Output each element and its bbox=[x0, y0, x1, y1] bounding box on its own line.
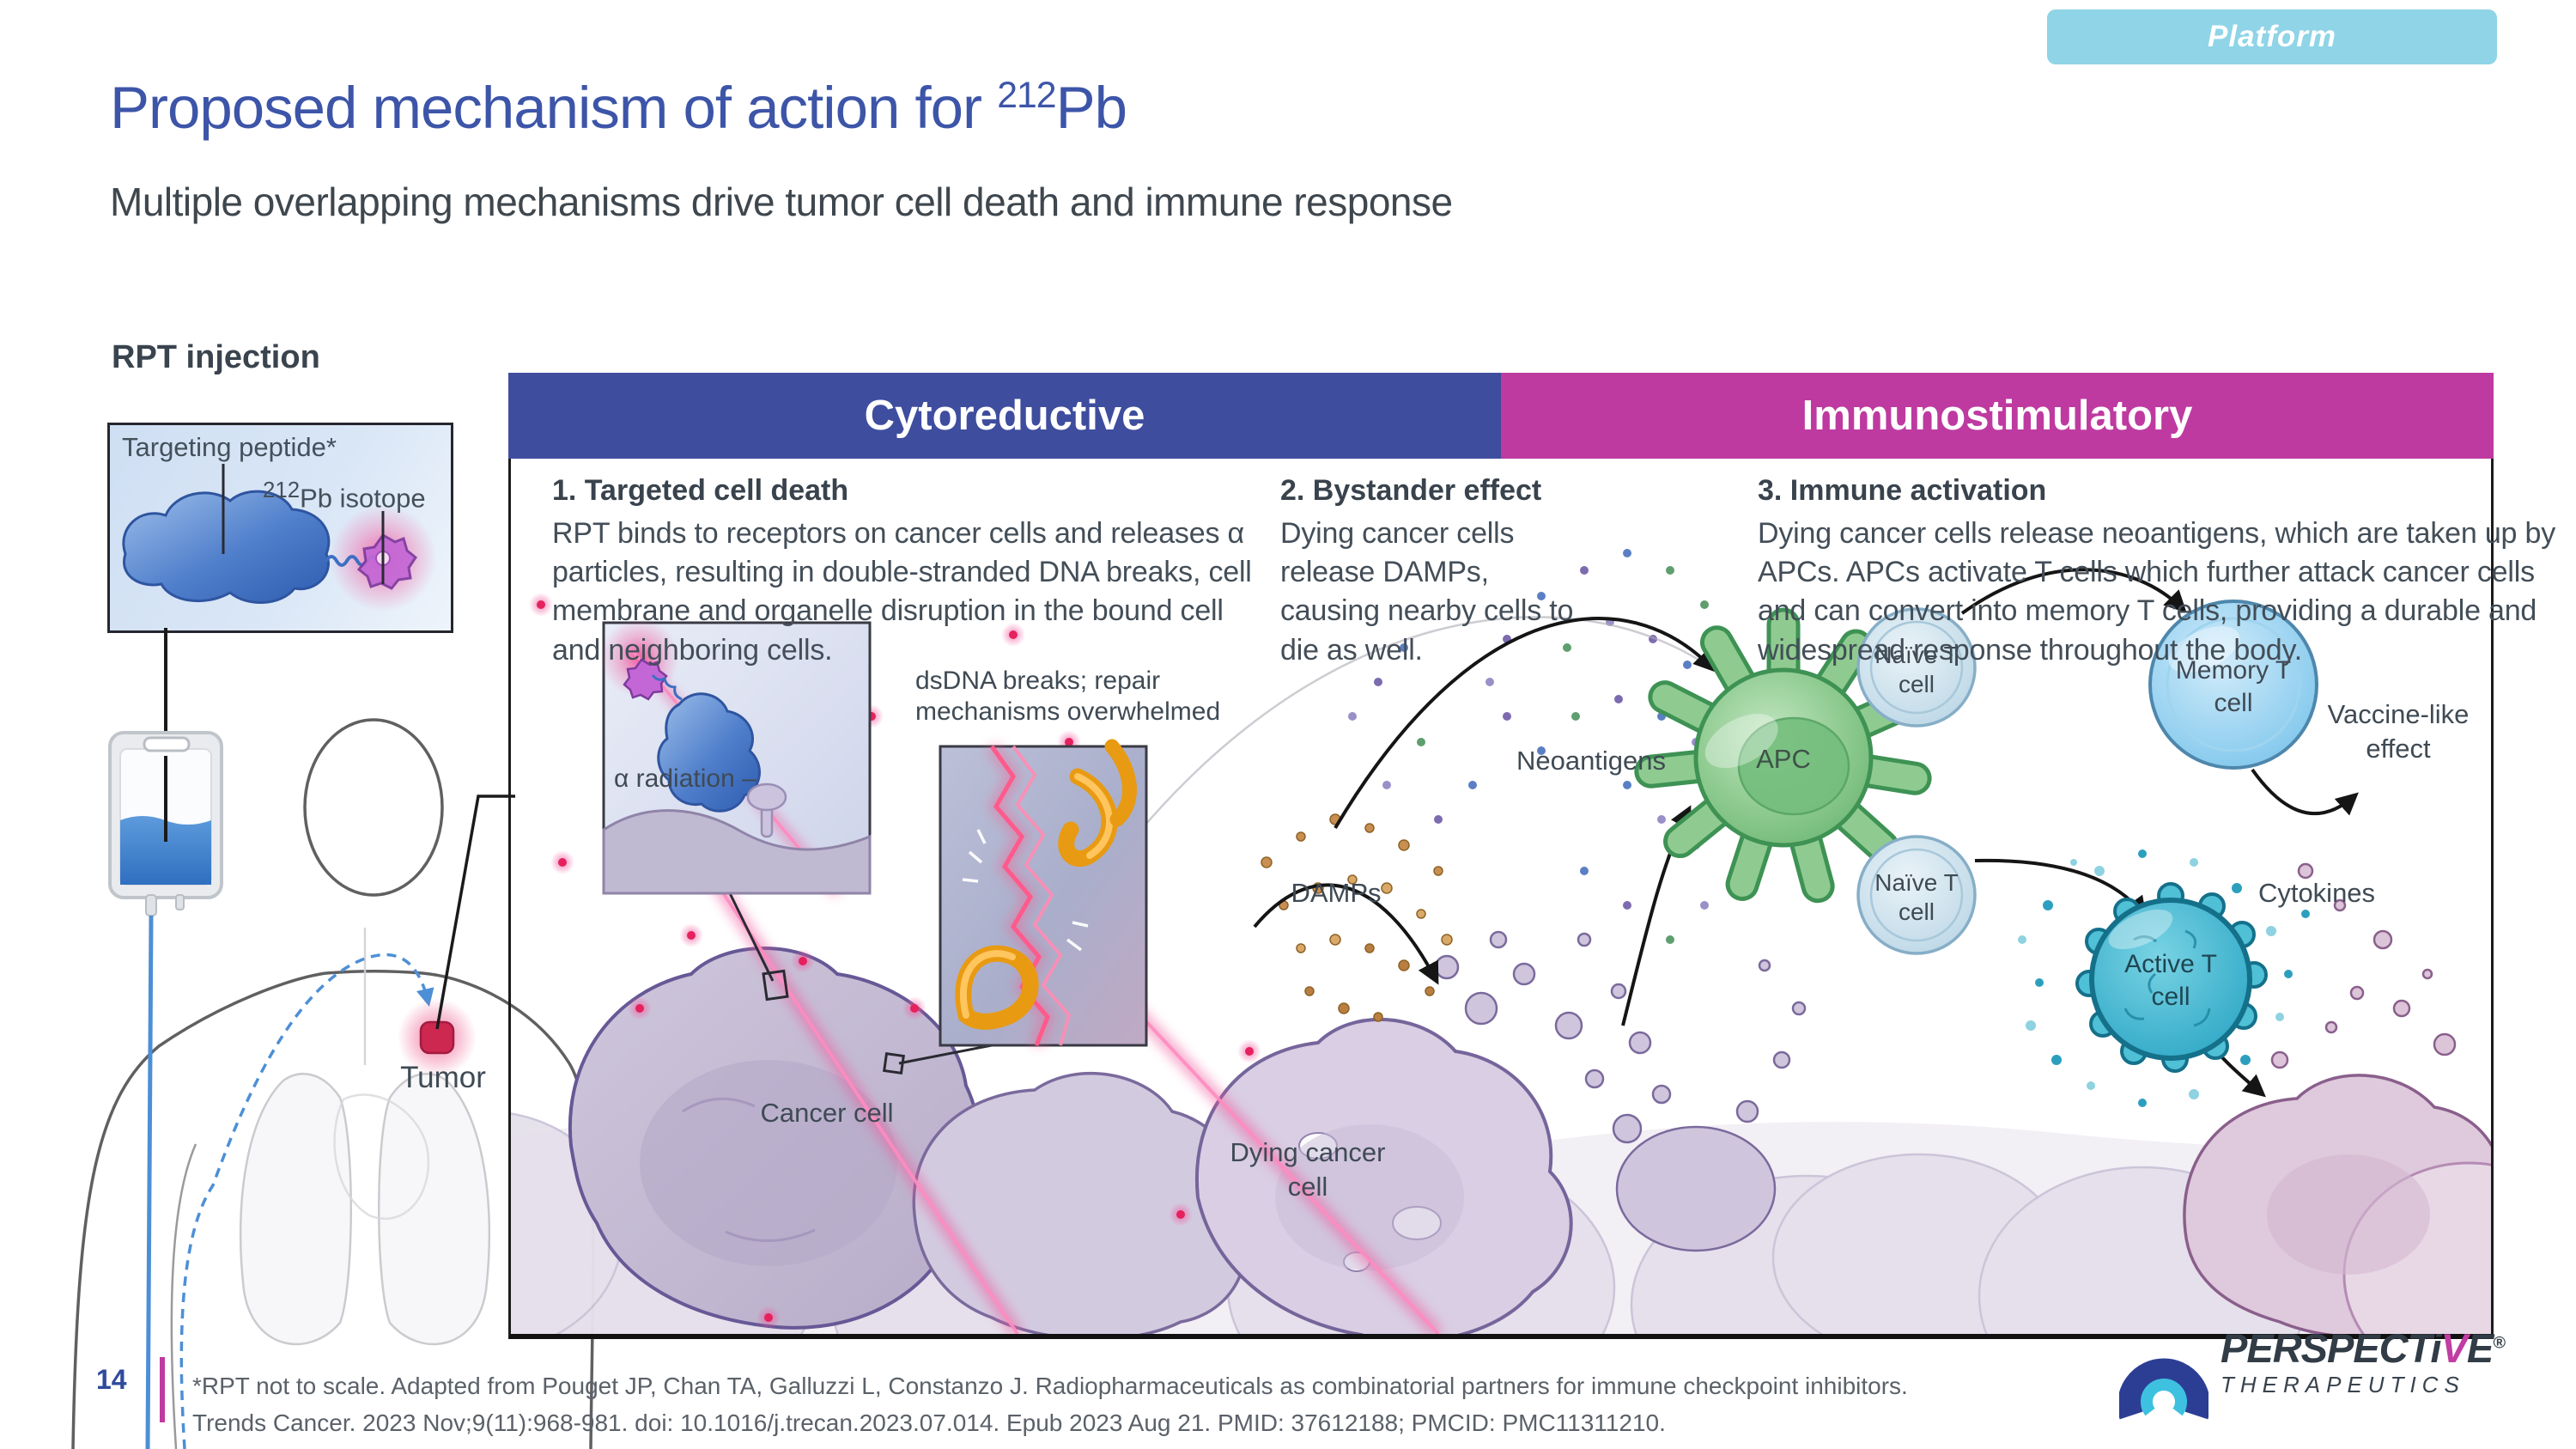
rpt-molecule-illustration bbox=[122, 464, 436, 612]
dying-cell-label2: cell bbox=[1288, 1172, 1328, 1202]
page-subtitle: Multiple overlapping mechanisms drive tu… bbox=[110, 180, 1453, 224]
targeting-peptide-label: Targeting peptide* bbox=[122, 432, 337, 462]
logo-arc-icon bbox=[2119, 1358, 2208, 1420]
memory-t-cell: Memory T cell bbox=[2148, 600, 2318, 770]
isotope-rest: Pb isotope bbox=[300, 483, 426, 514]
targeting-peptide-blob bbox=[122, 490, 331, 604]
tumor-zoom-pointer bbox=[435, 795, 515, 1030]
title-isotope-mass: 212 bbox=[997, 75, 1056, 116]
naive-t-cell-top: Naïve T cell bbox=[1856, 607, 1977, 728]
dying-cancer-cell bbox=[1194, 1017, 1573, 1334]
logo-brand-v: V bbox=[2440, 1325, 2468, 1371]
title-prefix: Proposed mechanism of action for bbox=[110, 75, 998, 141]
targeting-peptide-box: Targeting peptide* 212Pb isotope bbox=[107, 423, 453, 633]
logo-brand: PERSPECTiVE® bbox=[2221, 1325, 2506, 1371]
arrow-vaccine-effect bbox=[2251, 768, 2359, 816]
arrow-damps bbox=[1253, 883, 1439, 985]
logo-brand-main: PERSPECT bbox=[2221, 1325, 2431, 1371]
footer-accent-bar bbox=[160, 1357, 165, 1422]
vaccine-label2: effect bbox=[2366, 734, 2431, 764]
column-bystander-effect: 2. Bystander effect Dying cancer cells r… bbox=[1280, 474, 1583, 670]
right-dying-cells bbox=[2183, 862, 2491, 1334]
footnote: *RPT not to scale. Adapted from Pouget J… bbox=[192, 1367, 1908, 1442]
faint-trajectory bbox=[1059, 616, 1731, 941]
platform-badge-label: Platform bbox=[2208, 20, 2336, 53]
neighbor-cell bbox=[912, 1071, 1247, 1334]
vaccine-label1: Vaccine-like bbox=[2328, 699, 2470, 729]
rpt-circulation-dashed-arrow bbox=[179, 953, 434, 1449]
company-logo: PERSPECTiVE® THERAPEUTICS bbox=[2119, 1323, 2506, 1429]
naive-t-bottom-label1: Naïve T bbox=[1874, 869, 1959, 896]
naive-t-top-label2: cell bbox=[1899, 671, 1935, 697]
logo-brand-e: E bbox=[2466, 1325, 2494, 1371]
cytokine-dots bbox=[2018, 849, 2310, 1107]
footnote-line2: Trends Cancer. 2023 Nov;9(11):968-981. d… bbox=[192, 1409, 1666, 1437]
active-t-label2: cell bbox=[2151, 983, 2190, 1011]
memory-t-label2: cell bbox=[2214, 689, 2252, 717]
iv-bag bbox=[108, 731, 223, 1449]
tumor-label: Tumor bbox=[400, 1061, 486, 1094]
band-immunostimulatory: Immunostimulatory bbox=[1501, 373, 2494, 459]
page-number: 14 bbox=[96, 1364, 127, 1395]
page-title: Proposed mechanism of action for 212Pb bbox=[110, 74, 1127, 142]
logo-text: PERSPECTiVE® THERAPEUTICS bbox=[2221, 1325, 2506, 1398]
arrow-apc-to-memory bbox=[1960, 568, 2187, 615]
column3-body: Dying cancer cells release neoantigens, … bbox=[1758, 517, 2556, 667]
dying-cell-label1: Dying cancer bbox=[1230, 1137, 1386, 1167]
apc-cell: APC bbox=[1634, 607, 1932, 904]
column1-heading: 1. Targeted cell death bbox=[552, 474, 849, 507]
cell-fragments bbox=[1434, 930, 1807, 1252]
alpha-radiation-inset: α radiation – bbox=[600, 618, 872, 1002]
iv-tube bbox=[145, 915, 154, 1449]
heart-sketch bbox=[333, 1093, 430, 1221]
patient-body-outline bbox=[71, 718, 595, 1449]
logo-registered-mark: ® bbox=[2493, 1333, 2506, 1353]
neoantigens-label: Neoantigens bbox=[1516, 746, 1666, 776]
apc-label: APC bbox=[1756, 744, 1811, 774]
active-t-cell: Active T cell bbox=[2075, 882, 2268, 1073]
platform-badge: Platform bbox=[2047, 9, 2497, 64]
column1-body: RPT binds to receptors on cancer cells a… bbox=[552, 517, 1252, 667]
bag-liquid bbox=[120, 816, 211, 885]
naive-t-cell-bottom: Naïve T cell bbox=[1856, 835, 1977, 955]
mechanism-diagram-panel: Cytoreductive Immunostimulatory 1. Targe… bbox=[508, 373, 2555, 1339]
naive-t-bottom-label2: cell bbox=[1899, 898, 1935, 925]
active-t-label1: Active T bbox=[2124, 950, 2217, 978]
cell-landscape-illustration: α radiation – bbox=[511, 549, 2491, 1334]
column2-heading: 2. Bystander effect bbox=[1280, 474, 1542, 507]
dsdna-label-line1: dsDNA breaks; repair bbox=[915, 667, 1160, 695]
damps-dots bbox=[1261, 813, 1453, 1022]
isotope-label: 212Pb isotope bbox=[263, 478, 426, 514]
column-immune-activation: 3. Immune activation Dying cancer cells … bbox=[1758, 474, 2576, 670]
footnote-line1: *RPT not to scale. Adapted from Pouget J… bbox=[192, 1373, 1908, 1399]
dsdna-label-line2: mechanisms overwhelmed bbox=[915, 697, 1220, 726]
column2-body: Dying cancer cells release DAMPs, causin… bbox=[1280, 517, 1574, 667]
cancer-cell-label: Cancer cell bbox=[760, 1098, 893, 1128]
logo-brand-i: i bbox=[2430, 1325, 2442, 1371]
naive-t-top-label1: Naïve T bbox=[1874, 642, 1959, 668]
column-targeted-cell-death: 1. Targeted cell death RPT binds to rece… bbox=[552, 474, 1273, 670]
patient-infusion-illustration: Tumor bbox=[71, 628, 595, 1449]
damps-label: DAMPs bbox=[1291, 878, 1381, 908]
rpt-injection-heading: RPT injection bbox=[112, 339, 320, 375]
dsdna-inset: dsDNA breaks; repair mechanisms overwhel… bbox=[883, 667, 1220, 1075]
alpha-radiation-label: α radiation – bbox=[614, 764, 756, 793]
memory-t-label1: Memory T bbox=[2176, 656, 2291, 685]
cytokines-label: Cytokines bbox=[2258, 878, 2375, 908]
isotope-mass: 212 bbox=[263, 478, 301, 502]
band-cytoreductive: Cytoreductive bbox=[508, 373, 1501, 459]
logo-subtitle: THERAPEUTICS bbox=[2221, 1372, 2465, 1397]
lungs-sketch bbox=[239, 928, 491, 1345]
arrow-neoantigens-to-apc-top bbox=[1334, 617, 1716, 830]
bag-hanger-slot bbox=[143, 736, 191, 752]
title-isotope-symbol: Pb bbox=[1055, 75, 1127, 141]
column3-heading: 3. Immune activation bbox=[1758, 474, 2047, 507]
